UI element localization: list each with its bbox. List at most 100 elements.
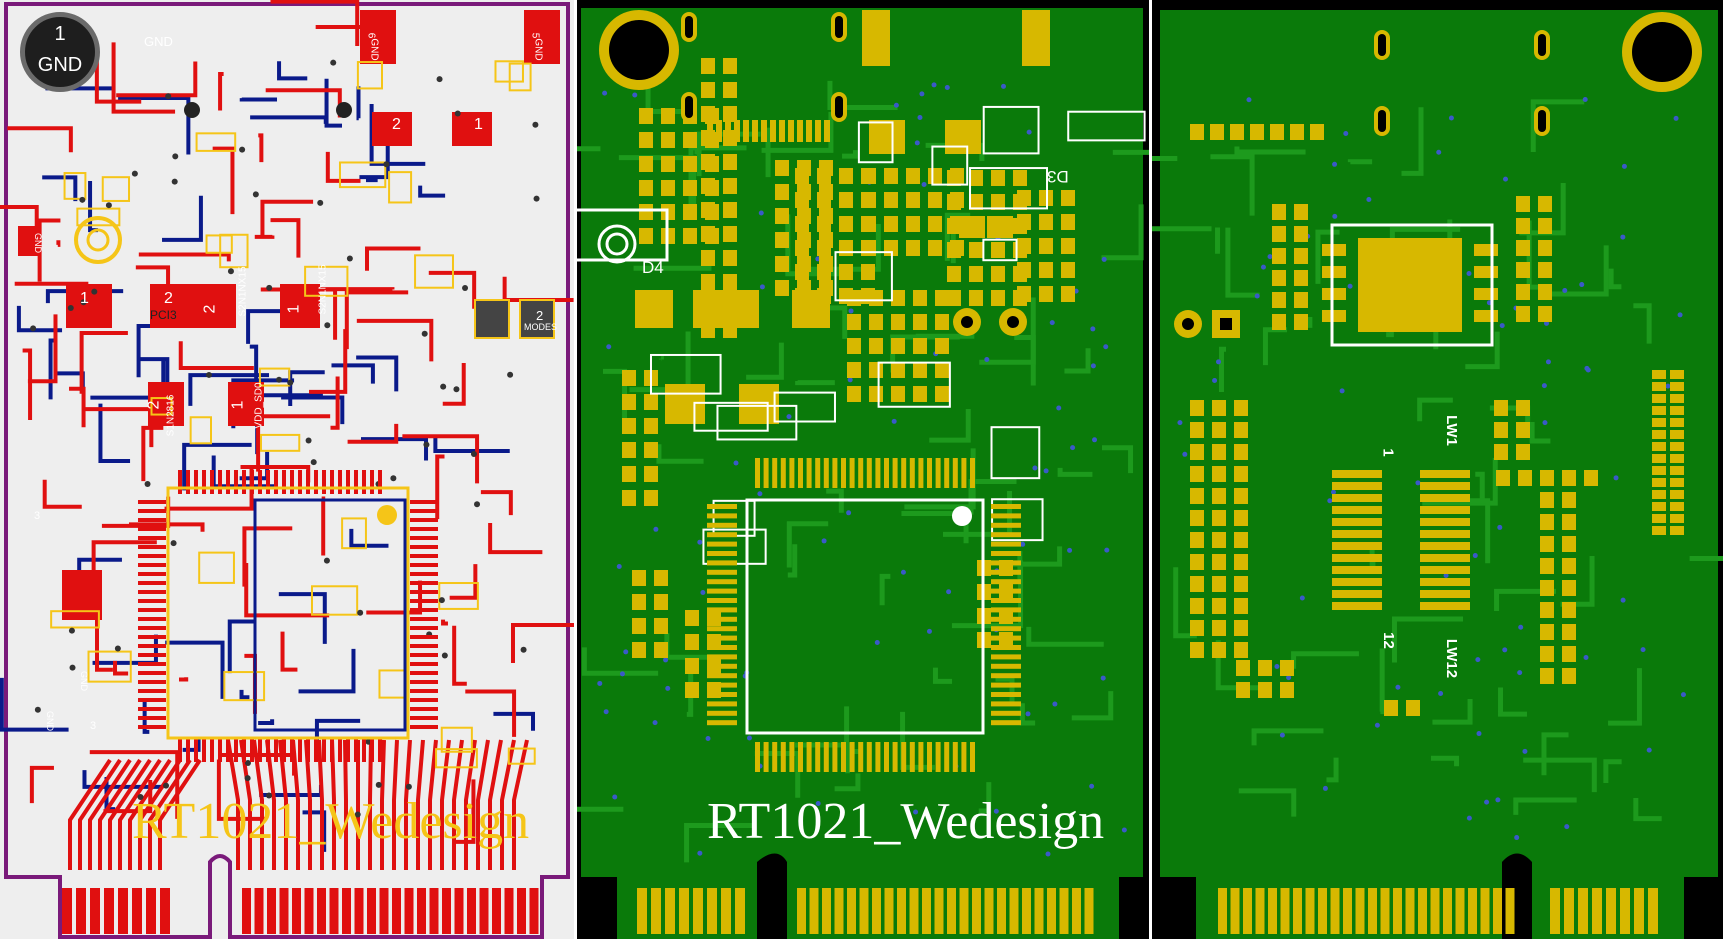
fpc-pad xyxy=(1420,542,1470,550)
trace xyxy=(1494,588,1556,612)
mcu-pin xyxy=(274,470,278,494)
mcu-pin xyxy=(707,504,737,509)
mcu-pin xyxy=(138,716,166,720)
mcu-pin xyxy=(138,698,166,702)
edge-finger xyxy=(797,888,806,934)
pad6-net: GND xyxy=(368,38,380,61)
top-trace xyxy=(178,341,254,371)
fpc-pad xyxy=(1332,494,1382,502)
edge-finger xyxy=(872,888,881,934)
bottom-view-canvas[interactable] xyxy=(1152,0,1723,939)
smd-pad xyxy=(906,192,920,208)
via xyxy=(1267,254,1273,260)
mcu-pin xyxy=(991,635,1021,641)
top-trace xyxy=(356,318,434,362)
mcu-pin xyxy=(772,458,778,488)
fpc-pad xyxy=(1420,506,1470,514)
smd-pad xyxy=(1017,262,1031,278)
mcu-pin xyxy=(991,710,1021,716)
bottom-trace xyxy=(137,357,170,388)
mcu-pin xyxy=(991,588,1021,594)
mcu-pin xyxy=(242,738,246,762)
smd-pad xyxy=(1516,306,1530,322)
mcu-pin xyxy=(841,742,846,772)
flash-pin xyxy=(1322,244,1346,256)
via xyxy=(1518,624,1524,630)
smd-pad xyxy=(1234,422,1248,438)
edge-finger xyxy=(454,888,464,934)
mcu-pin xyxy=(410,554,438,558)
edge-trace xyxy=(252,739,264,870)
mcu-pin xyxy=(927,742,932,772)
smd-pad xyxy=(723,178,737,194)
mcu-pin xyxy=(322,470,326,494)
pad-2c-number: 2 xyxy=(201,304,219,314)
gnd-left-label: GND xyxy=(33,233,43,253)
mcu-pin xyxy=(815,742,821,772)
top-view-panel[interactable]: D4 D3 RT1021_Wedesign xyxy=(577,0,1149,939)
via xyxy=(913,809,919,815)
mcu-pin xyxy=(909,742,915,772)
smd-pad xyxy=(1670,418,1684,427)
edge-finger xyxy=(1648,888,1658,934)
top-trace xyxy=(258,133,264,163)
edge-finger xyxy=(342,888,351,934)
edge-finger xyxy=(367,888,376,934)
edge-finger xyxy=(859,888,869,934)
mcu-pin xyxy=(306,738,310,762)
edge-finger xyxy=(1405,888,1415,934)
via xyxy=(1438,690,1444,696)
via xyxy=(1090,363,1096,369)
mcu-pin xyxy=(909,458,915,488)
silk-box xyxy=(223,671,266,702)
via xyxy=(1472,553,1478,559)
via xyxy=(847,377,853,383)
trace xyxy=(746,342,784,380)
smd-pad xyxy=(1670,490,1684,499)
smd-pad xyxy=(839,240,853,256)
layout-view-panel[interactable]: 1 GND GND 6 GND 5 GND 2 1 1 2 PCI3 2 S2N… xyxy=(0,0,574,939)
top-trace xyxy=(29,765,54,804)
silk-box xyxy=(877,361,951,408)
via xyxy=(1274,663,1280,669)
mcu-pin xyxy=(961,742,967,772)
edge-finger xyxy=(959,888,969,934)
mcu-pin xyxy=(298,470,302,494)
smd-pad xyxy=(1538,306,1552,322)
smd-pad xyxy=(1210,124,1224,140)
smd-pad xyxy=(1013,170,1027,186)
smd-pad xyxy=(1212,422,1226,438)
edge-finger xyxy=(679,888,689,934)
smd-pad xyxy=(869,386,883,402)
via xyxy=(1673,115,1679,121)
via xyxy=(1448,115,1454,121)
smd-pad xyxy=(1190,576,1204,592)
mcu-pin xyxy=(410,698,438,702)
smd-pad xyxy=(1670,466,1684,475)
trace xyxy=(1603,759,1622,784)
bottom-view-panel[interactable]: LW1 LW12 1 12 xyxy=(1152,0,1723,939)
silk-box xyxy=(198,551,235,584)
mcu-pin xyxy=(858,458,864,488)
silk-box xyxy=(982,238,1018,262)
d4-label: D4 xyxy=(642,258,664,277)
fpc-pad xyxy=(1332,530,1382,538)
top-view-canvas[interactable] xyxy=(577,0,1149,939)
smd-pad xyxy=(817,192,831,208)
pin12-label: 12 xyxy=(1379,632,1397,649)
mcu-pin xyxy=(242,470,246,494)
smd-pad xyxy=(1190,532,1204,548)
smd-pad xyxy=(1562,580,1576,596)
fpc-pad xyxy=(1332,542,1382,550)
via xyxy=(317,199,324,206)
mcu-pin xyxy=(138,626,166,630)
silk-box xyxy=(438,582,479,610)
smd-pad xyxy=(1230,124,1244,140)
smd-pad xyxy=(817,240,831,256)
smd-pad xyxy=(935,314,949,330)
smd-pad xyxy=(1652,526,1666,535)
mcu-pin xyxy=(707,645,737,650)
silk-box xyxy=(63,172,87,200)
edge-finger xyxy=(1468,888,1477,934)
layout-view-canvas[interactable] xyxy=(0,0,574,939)
